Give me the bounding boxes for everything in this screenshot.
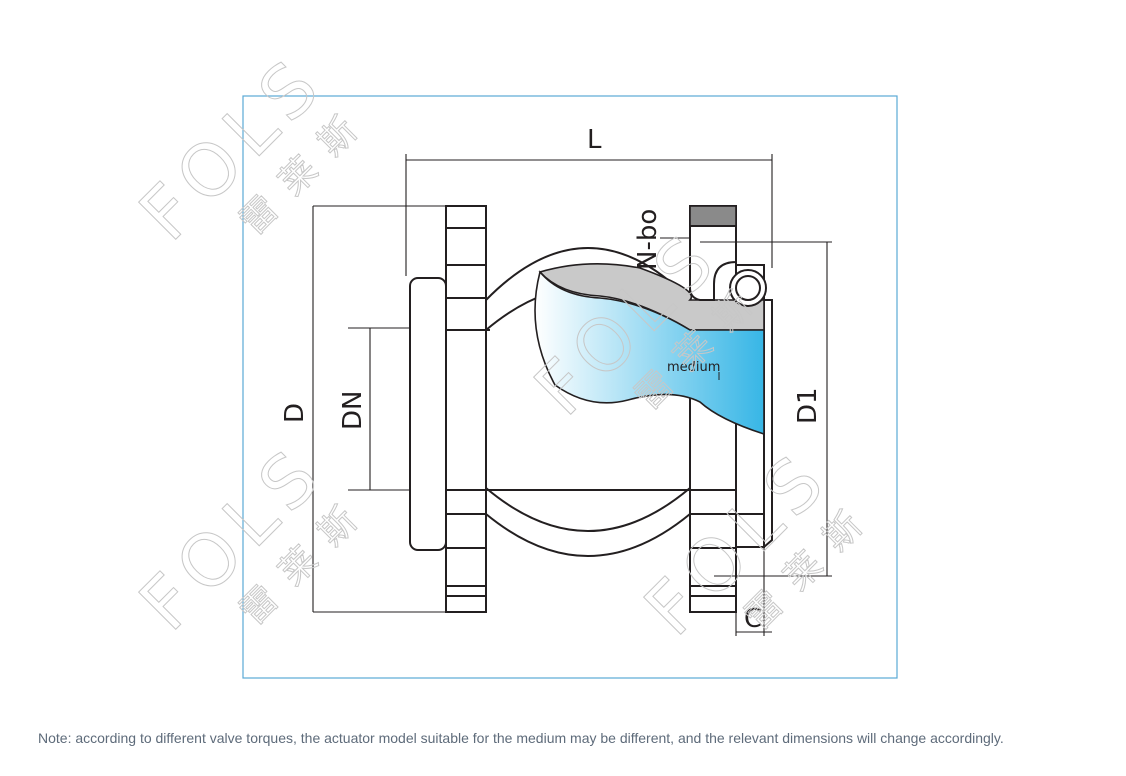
diagram-frame [242,95,898,679]
label-bolts: N-bo [633,209,663,270]
left-flange [409,205,487,613]
note-text: Note: according to different valve torqu… [38,730,1004,746]
medium-label: medium [667,360,720,375]
cutaway-section: medium [534,263,765,436]
bolt-head [689,205,737,227]
watermark-bottom-left: FOLS 雷 莱 斯 [123,428,369,647]
label-outer-diameter: D [280,403,310,423]
label-thickness: C [744,604,762,634]
label-bolt-circle-diameter: D1 [793,387,823,424]
bolt-assembly [689,205,767,307]
label-nominal-diameter: DN [338,391,368,430]
watermark-top-left: FOLS 雷 莱 斯 [123,38,369,257]
dimension-lines [312,154,832,636]
watermark-bottom-right: FOLS 雷 莱 斯 [628,433,874,652]
label-length: L [587,125,602,155]
rubber-wall-section [538,263,765,331]
medium-fill [534,270,765,436]
